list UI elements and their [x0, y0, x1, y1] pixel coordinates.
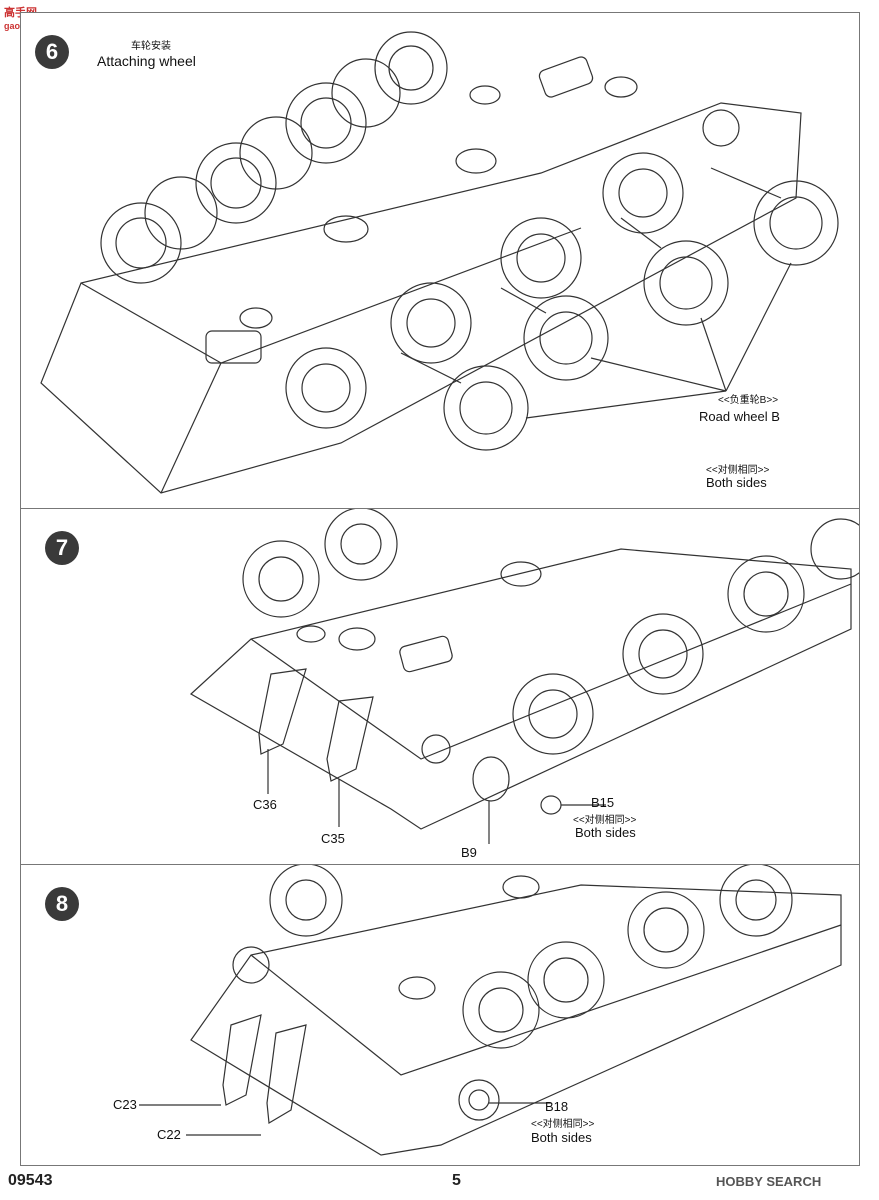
part-c35: C35 [321, 831, 345, 846]
step-title-en: Attaching wheel [97, 53, 196, 69]
step-number: 6 [35, 35, 69, 69]
rear-final-drawing [139, 865, 842, 1156]
step-number: 7 [45, 531, 79, 565]
road-wheel-cn: <<负重轮B>> [718, 395, 779, 406]
both-sides-label: Both sides [706, 475, 767, 490]
part-b9: B9 [461, 845, 477, 860]
both-sides-cn: <<对侧相同>> [706, 465, 770, 476]
part-b15: B15 [591, 795, 615, 810]
brand-watermark: HOBBY SEARCH [716, 1174, 822, 1189]
part-c36: C36 [253, 797, 277, 812]
both-sides-cn: <<对侧相同>> [573, 815, 637, 826]
step-6-panel: 6 车轮安装 Attaching wheel [20, 12, 860, 509]
step-number: 8 [45, 887, 79, 921]
hull-wheels-drawing [40, 31, 839, 494]
part-c22: C22 [157, 1127, 181, 1142]
rear-plates-drawing [189, 509, 859, 844]
road-wheel-label: Road wheel B [699, 409, 780, 424]
step-title-cn: 车轮安装 [131, 41, 171, 52]
step-8-panel: 8 C23 C22 B18 <<对侧相同>> Bo [20, 864, 860, 1166]
product-code: 09543 [8, 1172, 53, 1189]
both-sides-label: Both sides [575, 825, 636, 840]
step-7-panel: 7 C36 [20, 508, 860, 865]
both-sides-label: Both sides [531, 1130, 592, 1145]
page-number: 5 [452, 1172, 461, 1189]
part-b18: B18 [545, 1099, 569, 1114]
both-sides-cn: <<对侧相同>> [531, 1119, 595, 1130]
part-c23: C23 [113, 1097, 137, 1112]
